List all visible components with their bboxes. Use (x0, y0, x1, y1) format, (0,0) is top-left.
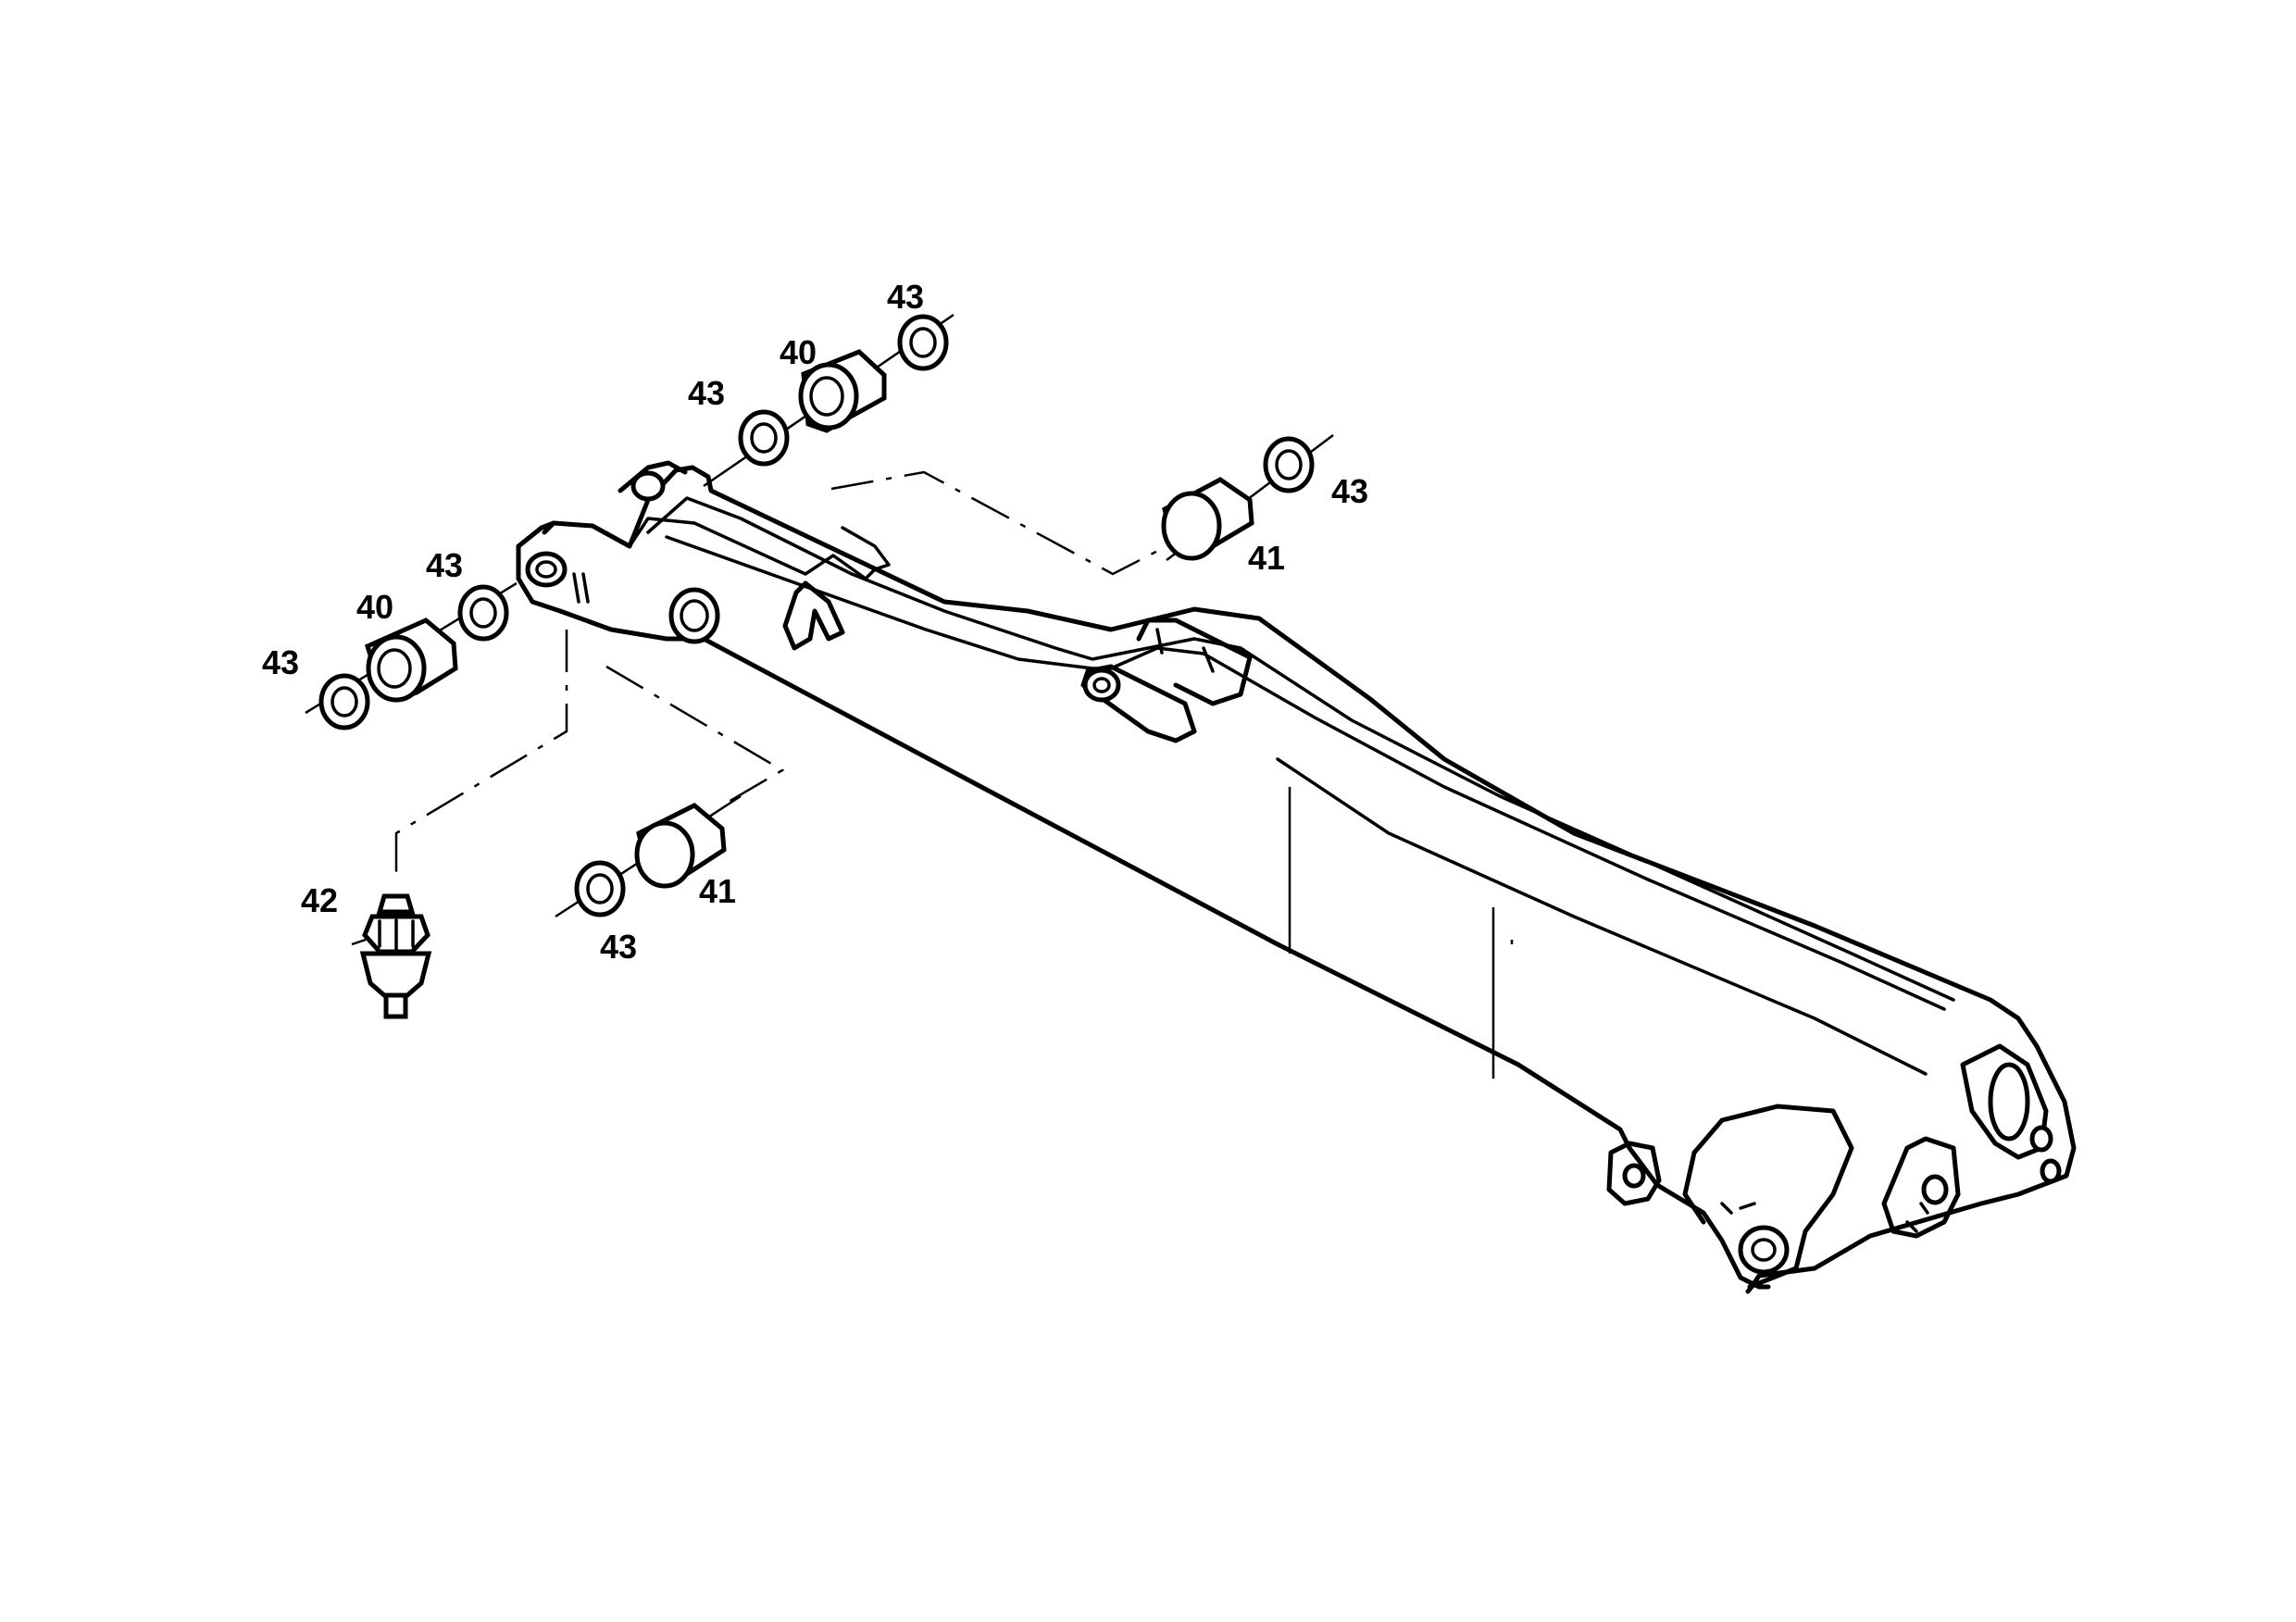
bushing-41-upper (1161, 477, 1254, 561)
callout-40-left: 40 (356, 588, 393, 626)
washer-43-left-right (457, 584, 509, 642)
bushing-41-lower (634, 803, 727, 889)
arm-body (516, 460, 2077, 1294)
callout-42: 42 (301, 881, 338, 919)
bushing-40-left (364, 618, 458, 703)
washer-43-upper-left (738, 409, 790, 467)
washer-43-upper-far (1263, 436, 1315, 493)
callout-43-left-far: 43 (262, 643, 299, 681)
callout-43-lower: 43 (600, 928, 637, 966)
callout-41-upper: 41 (1248, 539, 1285, 577)
washer-43-upper-right (897, 314, 949, 371)
callout-43-upper-far: 43 (1331, 472, 1368, 510)
callout-43-left-right: 43 (426, 546, 463, 584)
callout-40-upper: 40 (780, 333, 817, 371)
grease-fitting-42 (351, 893, 432, 1019)
bushing-40-upper (798, 349, 887, 433)
callout-43-upper-right: 43 (887, 278, 924, 316)
callout-43-upper-left: 43 (688, 374, 725, 412)
washer-43-lower (574, 860, 626, 917)
washer-43-left-far (318, 673, 370, 730)
callout-41-lower: 41 (699, 872, 736, 910)
callout-labels: 43 40 43 43 41 43 40 43 41 43 42 (262, 278, 1368, 966)
